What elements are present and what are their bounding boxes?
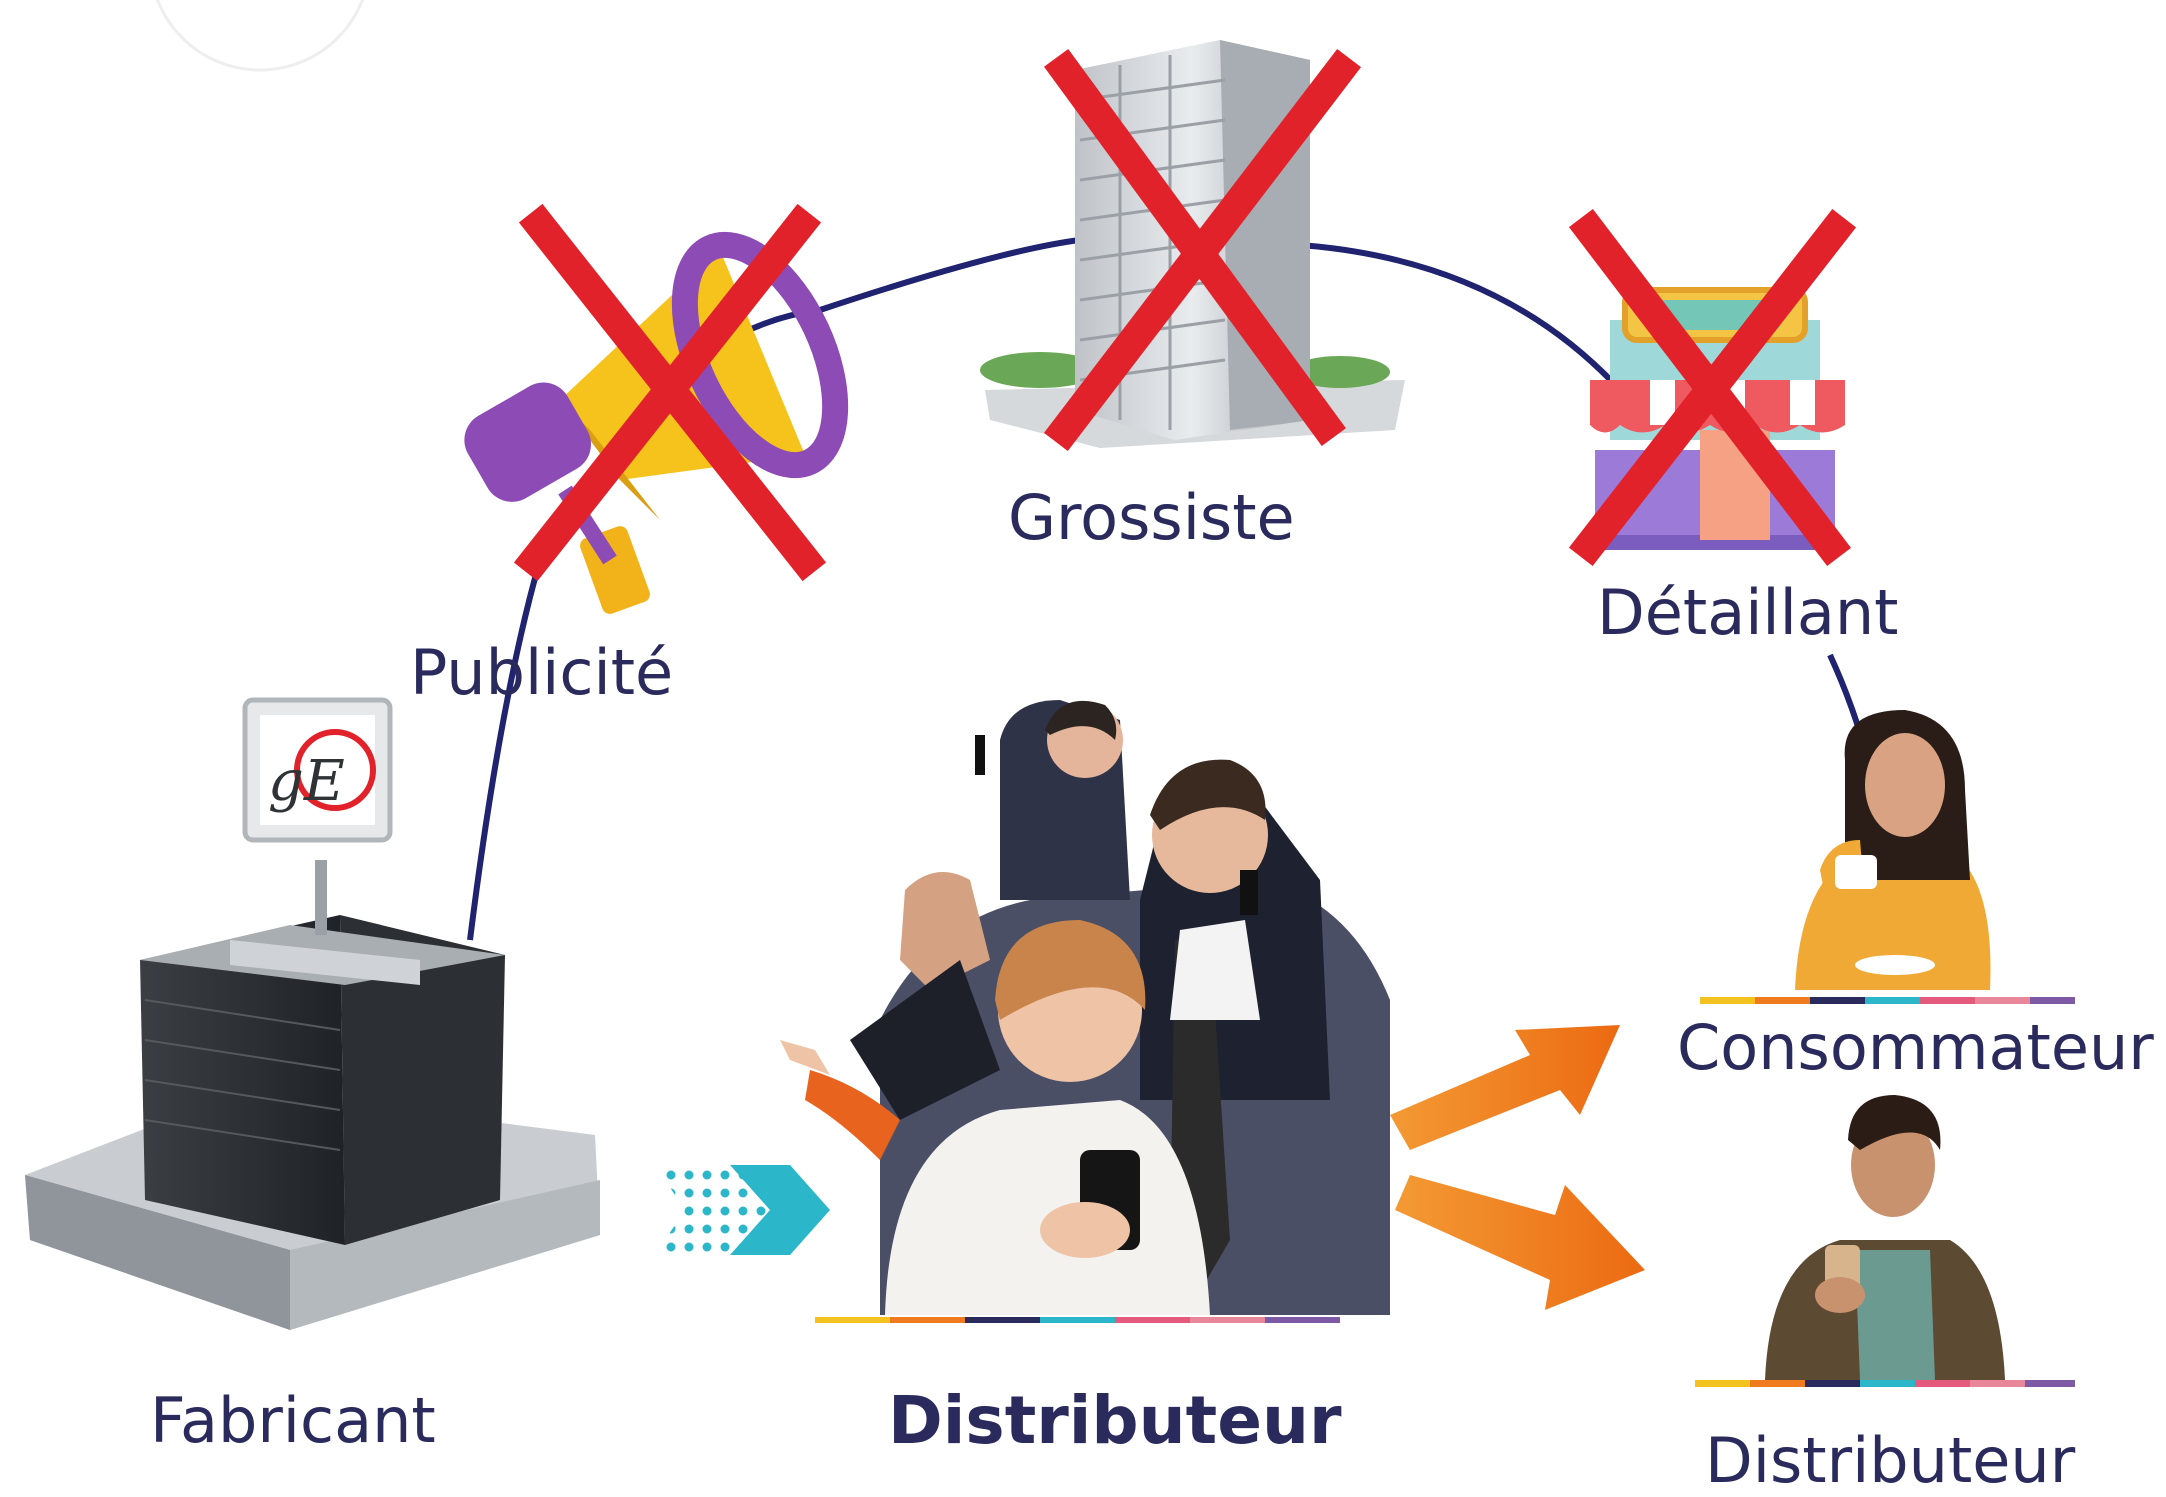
cross-out-marks xyxy=(513,48,1857,582)
stripe-bar-distributor xyxy=(815,1317,1340,1323)
stripe-bar-consumer xyxy=(1700,997,2075,1004)
label-retailer: Détaillant xyxy=(1597,576,1899,649)
woman-with-cup xyxy=(1795,710,1991,990)
stripe-bar-distributor-secondary xyxy=(1695,1380,2075,1387)
chevron-arrow-icon xyxy=(655,1165,830,1255)
business-people-collage xyxy=(780,700,1390,1315)
factory-logo: gE xyxy=(268,749,345,814)
factory-icon: gE xyxy=(25,697,600,1330)
label-distributor-secondary: Distributeur xyxy=(1705,1424,2076,1497)
label-advertising: Publicité xyxy=(410,636,674,709)
orange-arrow-icon xyxy=(1390,1025,1645,1310)
man-with-cup xyxy=(1765,1095,2005,1380)
label-distributor-main: Distributeur xyxy=(888,1382,1342,1459)
label-consumer: Consommateur xyxy=(1677,1011,2154,1084)
background-circle xyxy=(155,0,365,72)
label-manufacturer: Fabricant xyxy=(150,1384,436,1457)
label-wholesaler: Grossiste xyxy=(1008,481,1295,554)
